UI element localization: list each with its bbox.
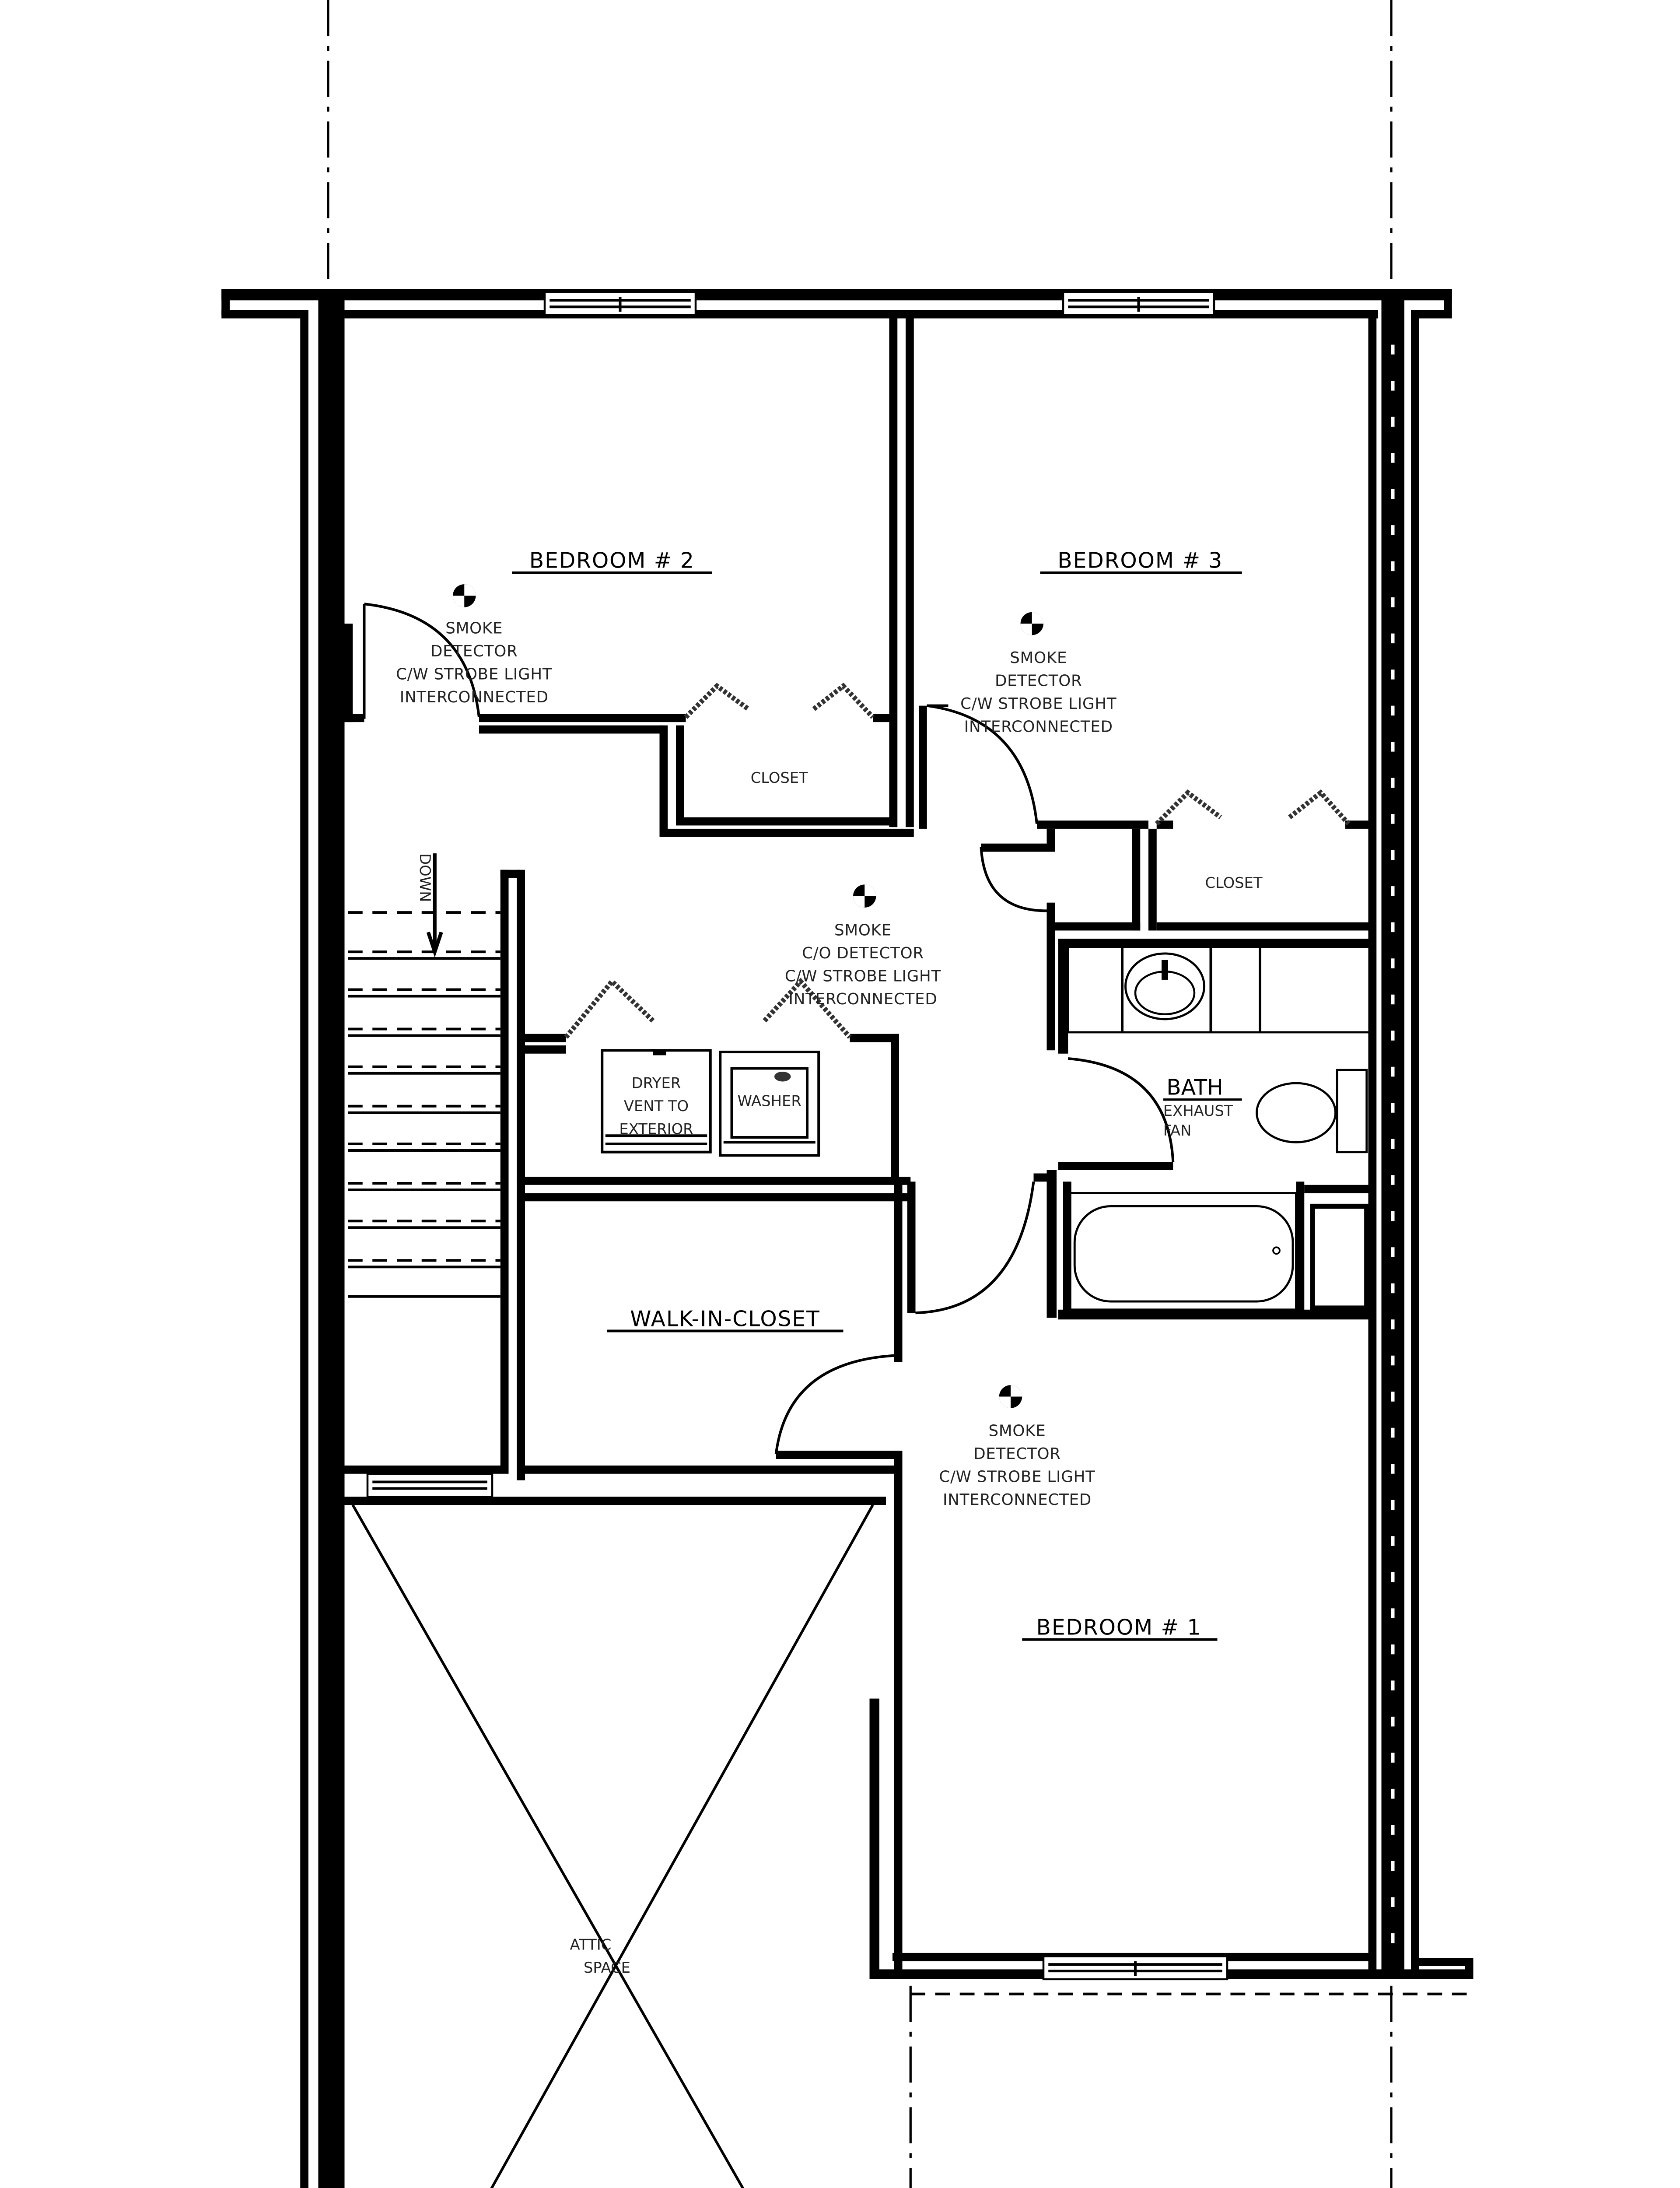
svg-text:SMOKE: SMOKE (834, 922, 892, 940)
svg-text:SMOKE: SMOKE (989, 1422, 1046, 1440)
washer-label: WASHER (738, 1093, 802, 1110)
dryer-label-line3: EXTERIOR (619, 1120, 693, 1137)
bedroom-3-label: BEDROOM # 3 (1057, 549, 1223, 573)
svg-text:C/W STROBE LIGHT: C/W STROBE LIGHT (960, 695, 1116, 713)
room-labels: BEDROOM # 2 BEDROOM # 3 WALK-IN-CLOSET B… (512, 549, 1263, 1976)
bedroom-1-label: BEDROOM # 1 (1036, 1615, 1202, 1640)
attic-cross (351, 1504, 874, 2188)
bifold-doors (564, 683, 1351, 1039)
detector-note-hall: SMOKE C/O DETECTOR C/W STROBE LIGHT INTE… (785, 922, 941, 1009)
svg-text:SMOKE: SMOKE (1010, 649, 1067, 667)
smoke-co-detector-icon (853, 884, 876, 908)
svg-text:DETECTOR: DETECTOR (973, 1445, 1061, 1463)
svg-text:SMOKE: SMOKE (445, 620, 503, 638)
dryer-label-line2: VENT TO (624, 1098, 689, 1115)
dryer-label-line1: DRYER (632, 1074, 681, 1091)
svg-text:INTERCONNECTED: INTERCONNECTED (400, 688, 549, 706)
stairs-direction-label: DOWN (416, 853, 434, 902)
svg-text:C/O DETECTOR: C/O DETECTOR (802, 944, 924, 962)
closet-a-label: CLOSET (751, 769, 808, 786)
walk-in-closet-label: WALK-IN-CLOSET (630, 1307, 820, 1331)
svg-text:C/W STROBE LIGHT: C/W STROBE LIGHT (939, 1468, 1095, 1486)
laundry-labels: DRYER VENT TO EXTERIOR WASHER (619, 1074, 801, 1137)
bath-label: BATH (1166, 1075, 1223, 1100)
attic-label-line2: SPACE (584, 1959, 630, 1976)
bedroom-2-label: BEDROOM # 2 (529, 549, 695, 573)
laundry-appliances (601, 1049, 820, 1157)
exterior-walls (221, 289, 1474, 2188)
detector-note-bedroom2: SMOKE DETECTOR C/W STROBE LIGHT INTERCON… (396, 620, 552, 707)
detector-note-bedroom1: SMOKE DETECTOR C/W STROBE LIGHT INTERCON… (939, 1422, 1095, 1509)
svg-text:INTERCONNECTED: INTERCONNECTED (964, 718, 1113, 736)
bath-fixtures (1067, 946, 1371, 1311)
attic-label-line1: ATTIC (570, 1936, 612, 1953)
svg-text:C/W STROBE LIGHT: C/W STROBE LIGHT (785, 968, 941, 985)
svg-text:DETECTOR: DETECTOR (995, 672, 1082, 690)
svg-text:INTERCONNECTED: INTERCONNECTED (943, 1491, 1092, 1509)
detector-notes: SMOKE DETECTOR C/W STROBE LIGHT INTERCON… (396, 620, 1116, 1509)
windows (366, 291, 1228, 1981)
closet-b-label: CLOSET (1205, 874, 1262, 891)
bath-exhaust-fan-line1: EXHAUST (1163, 1102, 1233, 1119)
bath-exhaust-fan-line2: FAN (1163, 1122, 1192, 1139)
svg-text:DETECTOR: DETECTOR (430, 642, 518, 660)
interior-walls (344, 310, 1370, 1976)
smoke-detector-icons (453, 584, 1043, 1408)
smoke-detector-icon (1020, 612, 1043, 635)
smoke-detector-icon (453, 584, 476, 607)
reference-lines (327, 0, 1474, 2188)
doors (363, 603, 1175, 1455)
svg-text:INTERCONNECTED: INTERCONNECTED (788, 990, 937, 1008)
stairs (348, 853, 500, 1298)
svg-text:C/W STROBE LIGHT: C/W STROBE LIGHT (396, 666, 552, 684)
smoke-detector-icon (999, 1385, 1022, 1408)
detector-note-bedroom3: SMOKE DETECTOR C/W STROBE LIGHT INTERCON… (960, 649, 1116, 736)
